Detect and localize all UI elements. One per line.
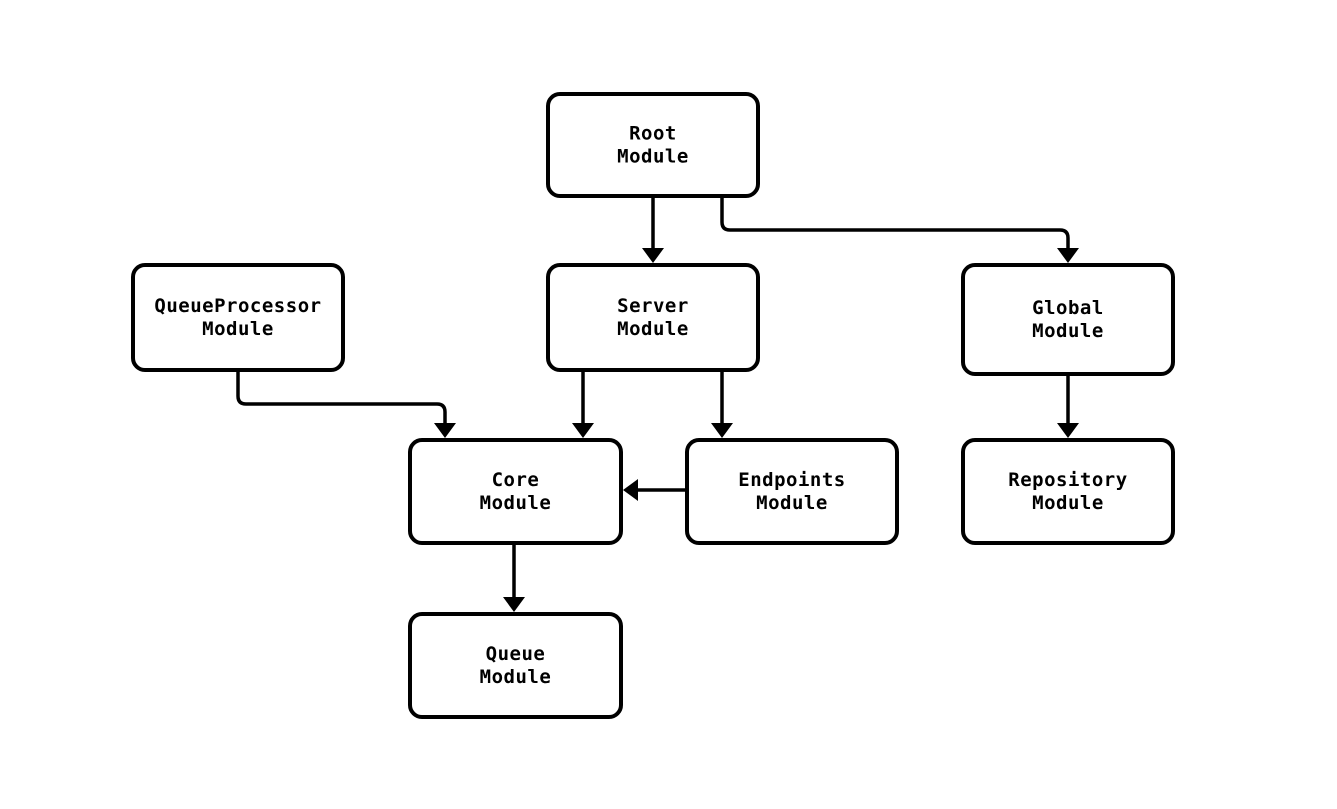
node-label-line2: Module — [1032, 320, 1104, 342]
arrowhead-icon — [623, 479, 638, 501]
node-label-line2: Module — [480, 492, 552, 514]
node-box[interactable] — [961, 438, 1175, 545]
node-label-line2: Module — [617, 318, 689, 340]
node-label-line2: Module — [1032, 492, 1104, 514]
node-label-line1: Global — [1032, 297, 1104, 319]
node-label-line2: Module — [617, 146, 689, 168]
edge-endpoints-to-core — [623, 479, 687, 501]
node-box[interactable] — [546, 92, 760, 198]
node-label-line2: Module — [480, 666, 552, 688]
arrowhead-icon — [642, 248, 664, 263]
node-box[interactable] — [685, 438, 899, 545]
arrowhead-icon — [1057, 423, 1079, 438]
edge-line — [720, 196, 1070, 250]
edge-core-to-queue — [503, 543, 525, 612]
edge-server-to-core — [572, 370, 594, 438]
edge-root-to-global — [720, 196, 1079, 263]
node-label-line1: QueueProcessor — [154, 295, 321, 317]
node-box[interactable] — [408, 438, 623, 545]
node-label-line1: Root — [629, 123, 677, 145]
edge-server-to-endpoints — [711, 370, 733, 438]
node-box[interactable] — [546, 263, 760, 372]
arrowhead-icon — [434, 423, 456, 438]
node-label-line2: Module — [756, 492, 828, 514]
edge-root-to-server — [642, 196, 664, 263]
node-box[interactable] — [131, 263, 345, 372]
node-label-line1: Core — [492, 469, 540, 491]
node-label-line1: Server — [617, 295, 689, 317]
arrowhead-icon — [572, 423, 594, 438]
arrowhead-icon — [1057, 248, 1079, 263]
node-label-line1: Endpoints — [738, 469, 845, 491]
edge-queueprocessor-to-core — [236, 370, 456, 438]
nodes-layer: RootModuleQueueProcessorModuleServerModu… — [131, 92, 1175, 719]
arrowhead-icon — [503, 597, 525, 612]
edge-global-to-repository — [1057, 374, 1079, 438]
node-label-line1: Repository — [1008, 469, 1127, 491]
node-box[interactable] — [961, 263, 1175, 376]
node-label-line2: Module — [202, 318, 274, 340]
arrowhead-icon — [711, 423, 733, 438]
edge-line — [236, 370, 447, 425]
node-box[interactable] — [408, 612, 623, 719]
edges-layer — [236, 196, 1079, 612]
node-label-line1: Queue — [486, 643, 546, 665]
